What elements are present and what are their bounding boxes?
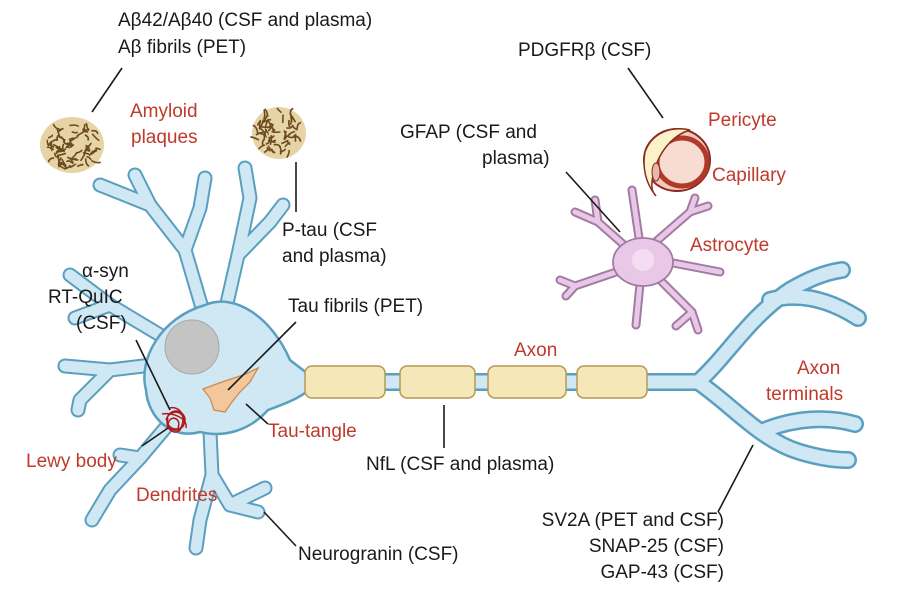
label-terminals: terminals bbox=[766, 384, 843, 405]
label-gfap-plasma: plasma) bbox=[482, 148, 550, 169]
label-gfap: GFAP (CSF and bbox=[400, 122, 537, 143]
label-asyn-csf: (CSF) bbox=[76, 313, 127, 334]
label-dendrites: Dendrites bbox=[136, 485, 217, 506]
label-plaques: plaques bbox=[131, 127, 198, 148]
leader-pdgfrb bbox=[628, 68, 663, 118]
label-pdgfrb: PDGFRβ (CSF) bbox=[518, 40, 651, 61]
plaque-fibril bbox=[73, 159, 79, 160]
label-rt-quic: RT-QuIC bbox=[48, 287, 123, 308]
label-lewy-body: Lewy body bbox=[26, 451, 117, 472]
leader-neurogranin bbox=[264, 512, 296, 546]
label-gap43: GAP-43 (CSF) bbox=[600, 562, 724, 583]
label-sv2a: SV2A (PET and CSF) bbox=[542, 510, 724, 531]
leader-abeta bbox=[92, 68, 122, 112]
label-axon: Axon bbox=[514, 340, 557, 361]
myelin-sheath bbox=[577, 366, 647, 398]
label-astrocyte: Astrocyte bbox=[690, 235, 769, 256]
myelin-sheath bbox=[488, 366, 566, 398]
astrocyte-nucleus bbox=[632, 249, 654, 271]
label-ptau-plasma: and plasma) bbox=[282, 246, 387, 267]
labels: Aβ42/Aβ40 (CSF and plasma) Aβ fibrils (P… bbox=[26, 10, 843, 583]
myelin-sheath bbox=[305, 366, 385, 398]
label-ptau: P-tau (CSF bbox=[282, 220, 377, 241]
label-snap25: SNAP-25 (CSF) bbox=[589, 536, 724, 557]
label-capillary: Capillary bbox=[712, 165, 786, 186]
label-pericyte: Pericyte bbox=[708, 110, 777, 131]
plaque-fibril bbox=[289, 120, 290, 127]
label-axon-terminals: Axon bbox=[797, 358, 840, 379]
plaque-fibril bbox=[260, 120, 261, 129]
label-asyn: α-syn bbox=[82, 261, 129, 282]
label-abeta-fibrils: Aβ fibrils (PET) bbox=[118, 37, 246, 58]
amyloid-plaque-right bbox=[250, 107, 306, 159]
label-tau-fibrils: Tau fibrils (PET) bbox=[288, 296, 423, 317]
label-nfl: NfL (CSF and plasma) bbox=[366, 454, 554, 475]
myelin-sheath bbox=[400, 366, 475, 398]
label-tau-tangle: Tau-tangle bbox=[268, 421, 357, 442]
label-abeta-ratio: Aβ42/Aβ40 (CSF and plasma) bbox=[118, 10, 372, 31]
nucleus bbox=[165, 320, 219, 374]
label-neurogranin: Neurogranin (CSF) bbox=[298, 544, 459, 565]
amyloid-plaque-left bbox=[40, 117, 104, 173]
pericyte-nucleus bbox=[652, 163, 660, 181]
label-amyloid: Amyloid bbox=[130, 101, 198, 122]
leader-sv2a bbox=[718, 445, 753, 512]
